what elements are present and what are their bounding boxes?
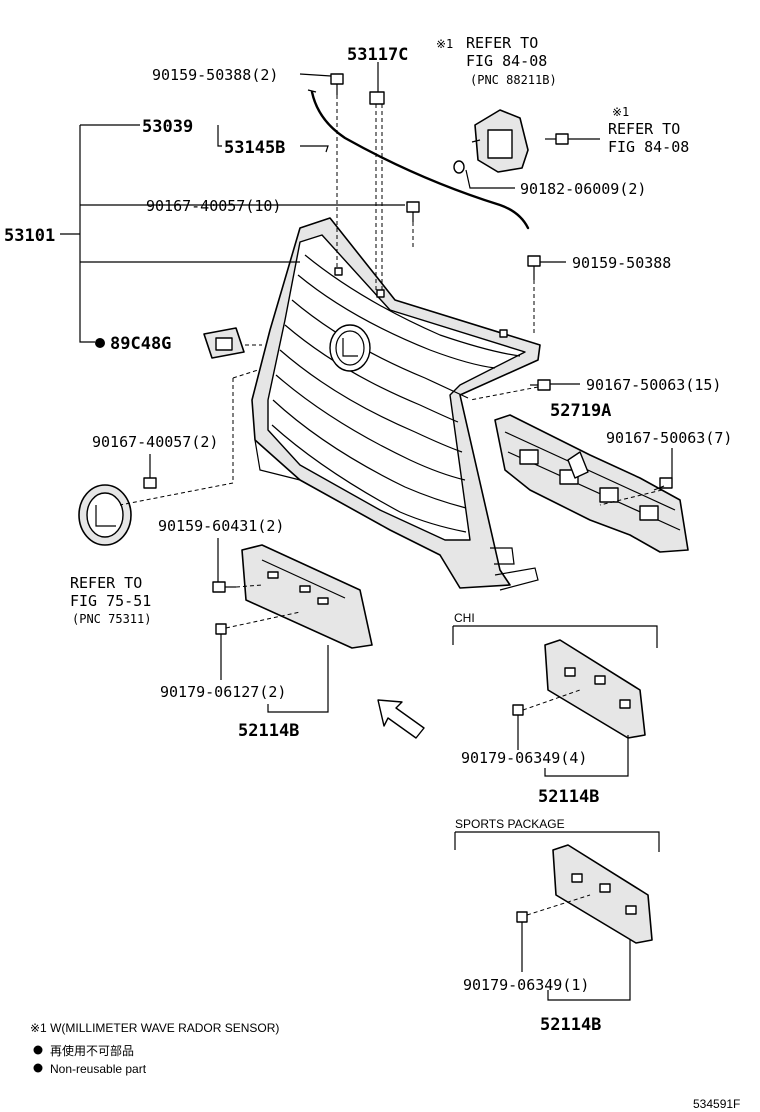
label-90159-60431-2: 90159-60431(2) <box>158 517 284 535</box>
footnote-jp: 再使用不可部品 <box>50 1043 134 1058</box>
ref2-mark: ※1 <box>612 105 629 119</box>
label-90167-50063-7: 90167-50063(7) <box>606 429 732 447</box>
ref1-mark: ※1 <box>436 37 453 51</box>
footnote-sensor: ※1 W(MILLIMETER WAVE RADOR SENSOR) <box>30 1021 279 1035</box>
radiator-grille-53101 <box>251 217 541 591</box>
screw-90167-40057-2-icon <box>143 470 157 489</box>
nut-90179-06349-1-icon <box>516 911 528 923</box>
label-52114B-sports: 52114B <box>540 1015 601 1035</box>
screw-90167-50063-7-icon <box>653 477 673 491</box>
group-sports-title: SPORTS PACKAGE <box>455 817 565 831</box>
label-53117C: 53117C <box>347 45 408 65</box>
nut-90179-06127-icon <box>215 623 227 635</box>
ref1-line2: FIG 84-08 <box>466 52 547 70</box>
clip-53117C-icon <box>369 91 385 105</box>
license-bracket-main <box>241 544 373 649</box>
ref1-line1: REFER TO <box>466 34 538 52</box>
sensor-bolt-icon <box>545 133 569 145</box>
footnote-dot-2-icon <box>33 1063 43 1073</box>
front-emblem <box>78 484 132 546</box>
label-90179-06349-1: 90179-06349(1) <box>463 976 589 994</box>
ref2-line1: REFER TO <box>608 120 680 138</box>
nut-90182-icon <box>453 160 465 174</box>
screw-90167-40057-10-icon <box>406 201 420 222</box>
label-90167-50063-15: 90167-50063(15) <box>586 376 721 394</box>
label-53145B: 53145B <box>224 138 285 158</box>
upper-molding-53145B <box>310 90 530 230</box>
label-90159-50388: 90159-50388 <box>572 254 671 272</box>
label-52719A: 52719A <box>550 401 611 421</box>
sensor-cover-89C48G <box>203 327 245 359</box>
non-reusable-dot-icon <box>95 338 105 348</box>
ref3-line1: REFER TO <box>70 574 142 592</box>
label-89C48G: 89C48G <box>110 334 171 354</box>
ref2-line2: FIG 84-08 <box>608 138 689 156</box>
label-90167-40057-2: 90167-40057(2) <box>92 433 218 451</box>
nut-90179-06349-4-icon <box>512 704 524 716</box>
screw-90159-60431-2-icon <box>212 581 236 593</box>
grille-retainer-52719A <box>494 414 689 553</box>
bolt-90159-50388-right-icon <box>527 255 541 280</box>
screw-90167-50063-15-icon <box>530 379 551 391</box>
group-chi-title: CHI <box>454 611 475 625</box>
leader-lines <box>60 62 673 1001</box>
front-direction-arrow-icon <box>377 699 425 739</box>
label-53039: 53039 <box>142 117 193 137</box>
license-bracket-chi <box>544 639 646 739</box>
clip-53145B-icon <box>318 145 329 153</box>
grille-clips <box>334 267 508 338</box>
license-bracket-sports <box>552 844 653 944</box>
label-53101: 53101 <box>4 226 55 246</box>
label-90179-06127-2: 90179-06127(2) <box>160 683 286 701</box>
sensor-bracket <box>471 109 529 173</box>
label-52114B-chi: 52114B <box>538 787 599 807</box>
label-90167-40057-10: 90167-40057(10) <box>146 197 281 215</box>
label-90159-50388-2: 90159-50388(2) <box>152 66 278 84</box>
ref1-line3: (PNC 88211B) <box>470 73 557 87</box>
diagram-id: 534591F <box>693 1097 740 1111</box>
footnote-dot-1-icon <box>33 1045 43 1055</box>
label-52114B-main: 52114B <box>238 721 299 741</box>
footnote-en: Non-reusable part <box>50 1062 147 1076</box>
label-90179-06349-4: 90179-06349(4) <box>461 749 587 767</box>
ref3-line3: (PNC 75311) <box>72 612 151 626</box>
bolt-90159-50388-top-icon <box>330 73 344 95</box>
label-90182-06009-2: 90182-06009(2) <box>520 180 646 198</box>
ref3-line2: FIG 75-51 <box>70 592 151 610</box>
